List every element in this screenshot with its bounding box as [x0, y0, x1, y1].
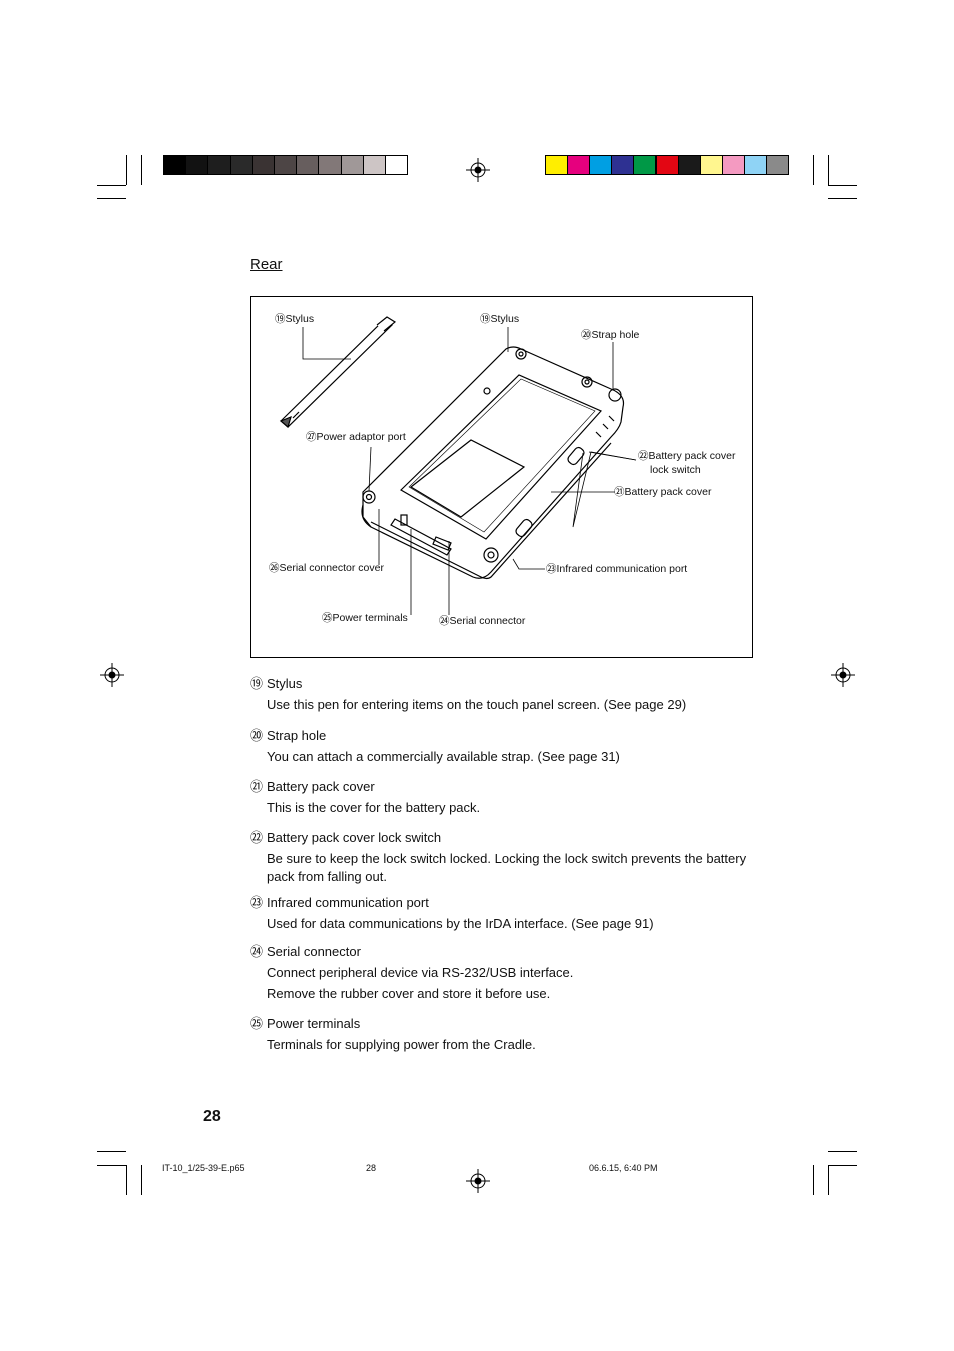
- label-power-terminals: ㉕Power terminals: [322, 612, 408, 624]
- item-description: Connect peripheral device via RS-232/USB…: [267, 965, 574, 980]
- crop-mark: [97, 1165, 126, 1166]
- item-description: Remove the rubber cover and store it bef…: [267, 986, 551, 1001]
- color-swatch: [385, 155, 409, 175]
- color-swatch: [251, 155, 275, 175]
- color-swatch: [677, 155, 701, 175]
- item-description: Use this pen for entering items on the t…: [267, 697, 687, 712]
- section-title: Rear: [250, 256, 283, 273]
- item-title: Strap hole: [267, 728, 327, 743]
- label-panel: [409, 439, 526, 518]
- label-battery-lock-switch-2: lock switch: [650, 464, 701, 476]
- item-number: ㉕: [250, 1016, 264, 1031]
- item-title: Serial connector: [267, 944, 361, 959]
- crop-mark: [828, 1165, 829, 1195]
- device-rear-illustration: [279, 316, 637, 615]
- color-swatch: [611, 155, 635, 175]
- item-description: Used for data communications by the IrDA…: [267, 916, 654, 931]
- item-title: Infrared communication port: [267, 895, 429, 910]
- crop-mark: [828, 155, 829, 185]
- color-swatch: [340, 155, 364, 175]
- item-description: Be sure to keep the lock switch locked. …: [267, 851, 747, 884]
- registration-target-icon: [466, 158, 490, 182]
- label-power-adaptor-port: ㉗Power adaptor port: [306, 431, 406, 443]
- page-number: 28: [203, 1108, 221, 1125]
- crop-mark: [828, 1165, 857, 1166]
- item-title: Battery pack cover lock switch: [267, 830, 442, 845]
- item-description: This is the cover for the battery pack.: [267, 800, 481, 815]
- color-swatch: [229, 155, 253, 175]
- color-swatch: [207, 155, 231, 175]
- color-swatch: [567, 155, 591, 175]
- label-serial-connector-cover: ㉖Serial connector cover: [269, 562, 384, 574]
- crop-mark: [813, 155, 814, 185]
- footer-page: 28: [366, 1163, 377, 1173]
- item-number: ㉑: [250, 779, 264, 794]
- rear-view-figure: ⑲Stylus ⑲Stylus ⑳Strap hole ㉗Power adapt…: [250, 296, 753, 658]
- color-swatch: [743, 155, 767, 175]
- color-swatch: [633, 155, 657, 175]
- item-description: You can attach a commercially available …: [267, 749, 620, 764]
- crop-mark: [828, 198, 857, 199]
- footer-file: IT-10_1/25-39-E.p65: [162, 1163, 245, 1173]
- registration-target-icon: [831, 663, 855, 687]
- item-title: Stylus: [267, 676, 303, 691]
- crop-mark: [97, 185, 126, 186]
- label-battery-lock-switch: ㉒Battery pack cover: [638, 450, 736, 462]
- device-body: [361, 346, 625, 579]
- registration-target-icon: [466, 1169, 490, 1193]
- crop-mark: [141, 155, 142, 185]
- item-number: ㉔: [250, 944, 264, 959]
- crop-mark: [97, 198, 126, 199]
- color-swatch: [362, 155, 386, 175]
- registration-target-icon: [100, 663, 124, 687]
- label-stylus-right: ⑲Stylus: [480, 313, 520, 325]
- color-swatch: [185, 155, 209, 175]
- stylus-pen: [280, 318, 393, 428]
- footer-date: 06.6.15, 6:40 PM: [589, 1163, 658, 1173]
- color-swatch: [699, 155, 723, 175]
- crop-mark: [97, 1151, 126, 1152]
- label-battery-pack-cover: ㉑Battery pack cover: [614, 486, 712, 498]
- color-swatch: [766, 155, 790, 175]
- item-number: ㉓: [250, 895, 264, 910]
- crop-mark: [126, 1165, 127, 1195]
- label-strap-hole: ⑳Strap hole: [581, 329, 640, 341]
- label-serial-connector: ㉔Serial connector: [439, 615, 526, 627]
- color-swatch: [721, 155, 745, 175]
- color-swatch: [163, 155, 187, 175]
- item-description: Terminals for supplying power from the C…: [267, 1037, 536, 1052]
- crop-mark: [126, 155, 127, 185]
- label-infrared-port: ㉓Infrared communication port: [546, 563, 688, 575]
- item-title: Battery pack cover: [267, 779, 375, 794]
- color-swatch: [545, 155, 569, 175]
- color-swatch: [655, 155, 679, 175]
- label-stylus-left: ⑲Stylus: [275, 313, 315, 325]
- color-swatch: [296, 155, 320, 175]
- item-number: ⑳: [250, 728, 264, 743]
- color-swatch: [318, 155, 342, 175]
- color-swatch: [589, 155, 613, 175]
- item-title: Power terminals: [267, 1016, 361, 1031]
- color-swatch: [274, 155, 298, 175]
- crop-mark: [828, 185, 857, 186]
- item-number: ㉒: [250, 830, 264, 845]
- crop-mark: [141, 1165, 142, 1195]
- crop-mark: [813, 1165, 814, 1195]
- crop-mark: [828, 1151, 857, 1152]
- item-number: ⑲: [250, 676, 264, 691]
